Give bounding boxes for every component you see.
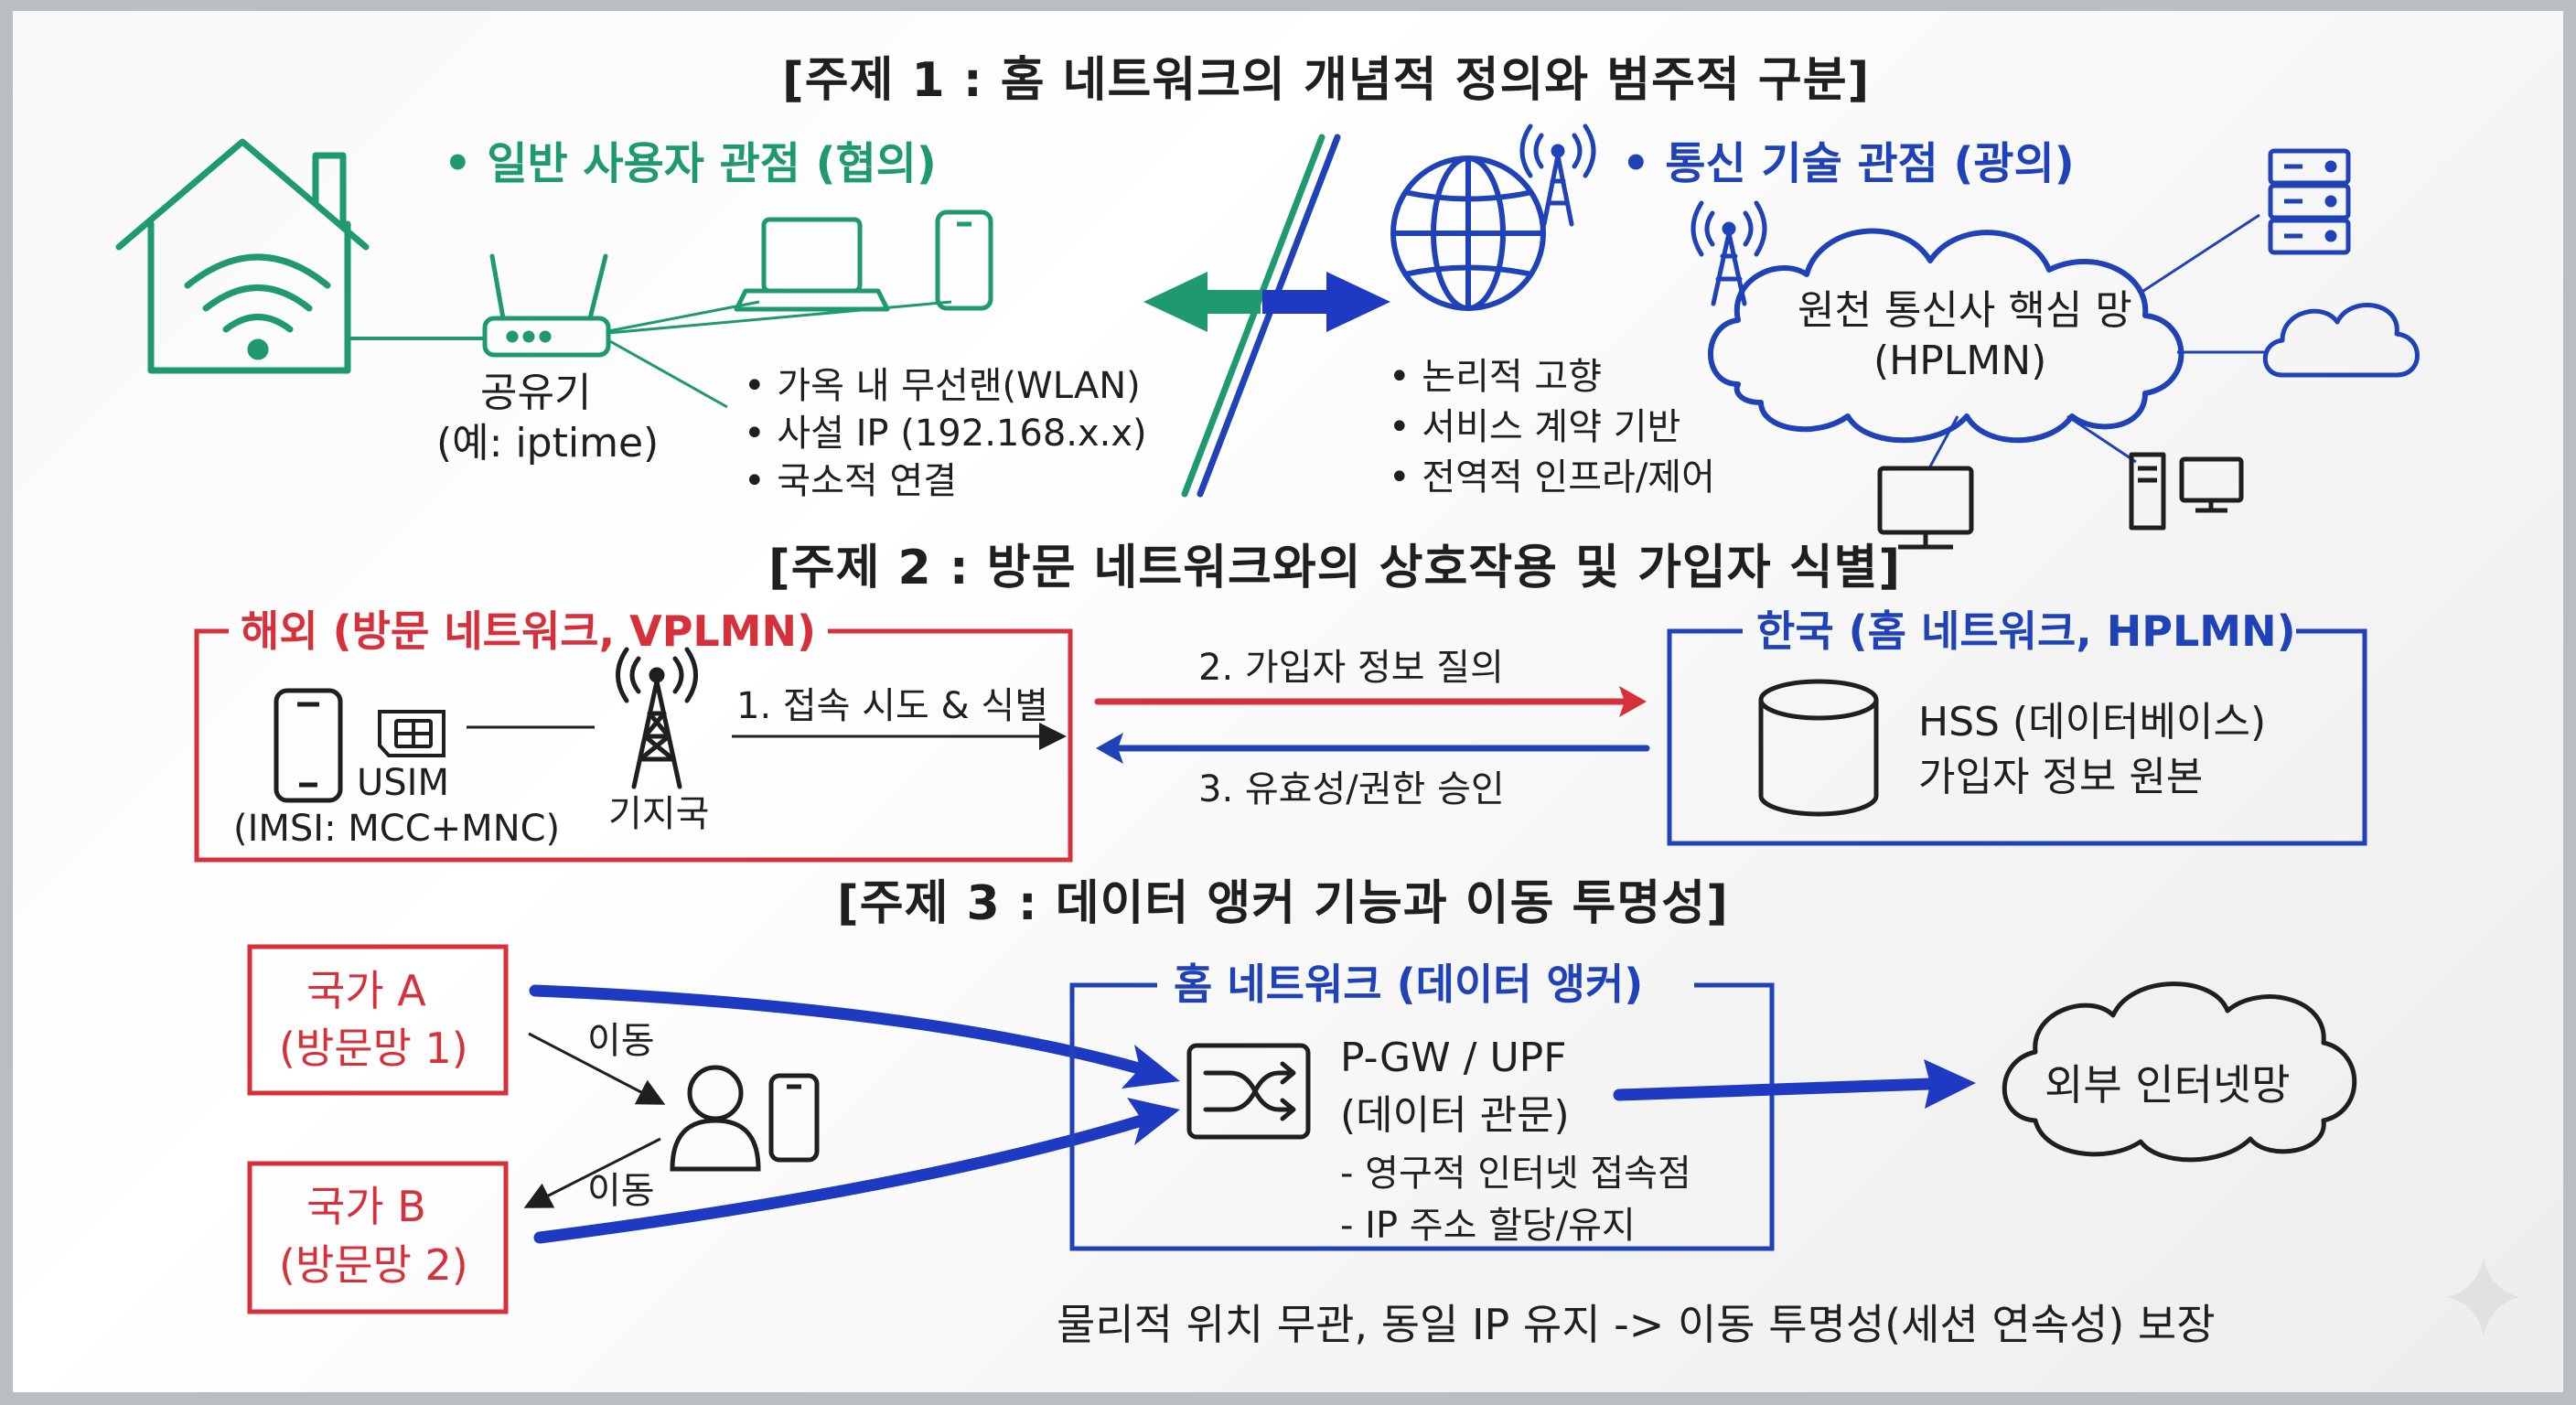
hss-line1: HSS (데이터베이스) <box>1918 699 2267 745</box>
section3-title: [주제 3 : 데이터 앵커 기능과 이동 투명성] <box>837 876 1729 931</box>
section2-title: [주제 2 : 방문 네트워크와의 상호작용 및 가입자 식별] <box>768 541 1902 595</box>
narrow-point-2: • 사설 IP (192.168.x.x) <box>744 413 1147 455</box>
section1-title: [주제 1 : 홈 네트워크의 개념적 정의와 범주적 구분] <box>782 53 1871 108</box>
cloud-label-line1: 원천 통신사 핵심 망 <box>1798 287 2132 334</box>
gateway-point-2: - IP 주소 할당/유지 <box>1340 1205 1636 1247</box>
divider-lines <box>1181 134 1341 498</box>
data-anchor-box <box>1069 982 1775 1251</box>
router-example: (예: iptime) <box>436 420 660 467</box>
narrow-view-heading: • 일반 사용자 관점 (협의) <box>444 138 937 189</box>
smartphone-icon <box>274 688 343 803</box>
visited-network-box <box>194 628 1073 863</box>
step2-arrow <box>1094 686 1647 717</box>
router-spokes <box>607 300 952 409</box>
country-b-line2: (방문망 2) <box>279 1240 468 1290</box>
country-b-line1: 국가 B <box>306 1182 426 1231</box>
desktop-computer-icon <box>1877 466 1974 550</box>
summary-text: 물리적 위치 무관, 동일 IP 유지 -> 이동 투명성(세션 연속성) 보장 <box>1057 1300 2216 1349</box>
anchor-box-title: 홈 네트워크 (데이터 앵커) <box>1174 960 1644 1009</box>
big-arrow-right-blue <box>1262 272 1390 332</box>
antenna-tower-icon <box>616 647 698 789</box>
tower-label: 기지국 <box>608 793 710 835</box>
antenna-tower-icon <box>1690 200 1767 306</box>
step1-label: 1. 접속 시도 & 식별 <box>736 685 1049 727</box>
cloud-spokes <box>1928 213 2269 467</box>
move-arrow-b <box>523 1137 661 1208</box>
step3-arrow <box>1096 733 1650 764</box>
gateway-to-internet-arrow <box>1613 1059 1976 1109</box>
desktop-computer-icon <box>2129 452 2244 531</box>
internet-label: 외부 인터넷망 <box>2045 1060 2291 1110</box>
broad-point-2: • 서비스 계약 기반 <box>1389 406 1681 448</box>
house-wifi-icon <box>115 138 370 374</box>
antenna-tower-icon <box>1519 123 1596 227</box>
step3-label: 3. 유효성/권한 승인 <box>1198 768 1505 810</box>
home-network-box <box>1667 628 2367 846</box>
visited-box-title: 해외 (방문 네트워크, VPLMN) <box>241 606 817 656</box>
gateway-point-1: - 영구적 인터넷 접속점 <box>1340 1153 1691 1195</box>
hss-line2: 가입자 정보 원본 <box>1918 754 2204 800</box>
step2-label: 2. 가입자 정보 질의 <box>1198 647 1504 689</box>
user-icon <box>670 1065 761 1172</box>
router-label: 공유기 <box>480 370 592 416</box>
move-label-b: 이동 <box>587 1170 655 1212</box>
router-icon <box>482 253 611 358</box>
big-arrow-left-green <box>1143 272 1261 332</box>
move-label-a: 이동 <box>587 1020 655 1062</box>
country-a-line2: (방문망 1) <box>279 1024 468 1073</box>
gateway-line2: (데이터 관문) <box>1340 1092 1570 1139</box>
server-rack-icon <box>2268 148 2351 255</box>
sim-card-icon <box>378 710 445 757</box>
usim-label: USIM <box>357 762 449 804</box>
cloud-icon <box>2002 981 2357 1163</box>
broad-point-1: • 논리적 고향 <box>1389 356 1603 398</box>
home-box-title: 한국 (홈 네트워크, HPLMN) <box>1756 606 2296 656</box>
smartphone-icon <box>935 209 993 311</box>
gateway-line1: P-GW / UPF <box>1340 1035 1567 1081</box>
narrow-point-3: • 국소적 연결 <box>744 460 958 502</box>
cloud-label-line2: (HPLMN) <box>1873 338 2047 384</box>
sparkle-icon <box>2447 1258 2520 1336</box>
move-arrow-a <box>528 1032 666 1105</box>
broad-point-3: • 전역적 인프라/제어 <box>1389 456 1715 499</box>
laptop-icon <box>734 217 890 312</box>
narrow-point-1: • 가옥 내 무선랜(WLAN) <box>744 365 1141 407</box>
smartphone-icon <box>768 1073 820 1163</box>
country-a-box <box>247 944 509 1096</box>
imsi-label: (IMSI: MCC+MNC) <box>233 808 561 850</box>
shuffle-switch-icon <box>1186 1043 1311 1140</box>
cloud-icon <box>2262 303 2420 378</box>
broad-view-heading: • 통신 기술 관점 (광의) <box>1622 138 2075 189</box>
globe-icon <box>1390 156 1546 311</box>
country-a-line1: 국가 A <box>306 966 426 1015</box>
database-icon <box>1758 679 1879 817</box>
country-b-box <box>247 1161 509 1314</box>
country-b-to-gateway-arrow <box>533 1098 1180 1244</box>
cloud-icon <box>1708 228 2184 444</box>
